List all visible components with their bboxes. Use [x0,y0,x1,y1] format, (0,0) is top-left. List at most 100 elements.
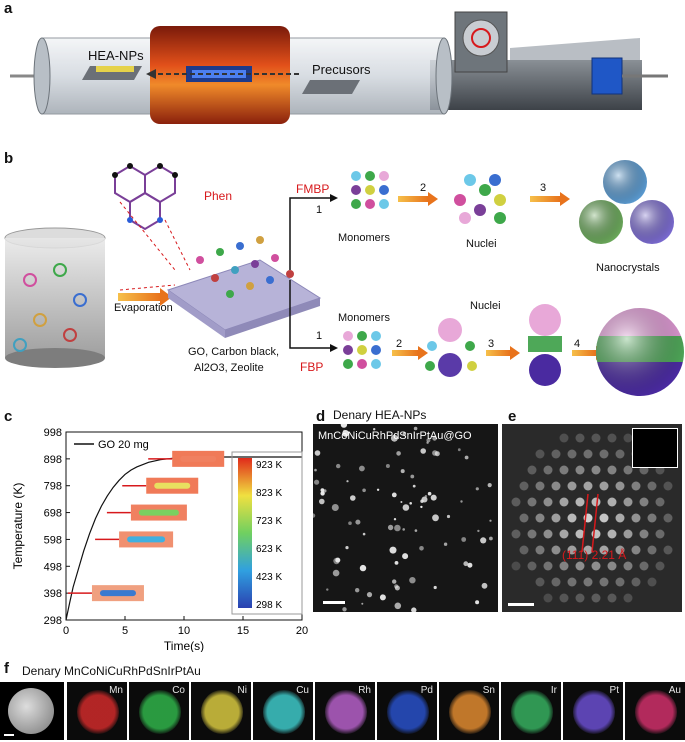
stem-image-d [313,424,498,612]
atom-column [567,577,577,587]
colorbar-label: 823 K [256,488,282,499]
atom-column [583,449,593,459]
y-tick-label: 398 [44,588,62,600]
element-map-label: Cu [296,685,309,696]
nanoparticle [394,524,401,532]
nanoparticle [314,450,321,456]
atom-column [591,497,601,507]
hea-nps-label: HEA-NPs [88,48,144,63]
atom-column [583,481,593,491]
atom-column [535,577,545,587]
nanoparticle [400,501,403,503]
beaker [5,238,105,358]
atom-column [623,465,633,475]
y-tick-label: 298 [44,615,62,627]
element-map-signal [77,690,119,734]
nanoparticle [340,424,348,428]
nanoparticle [430,494,437,501]
support-plate [166,259,322,331]
nanoparticle [457,448,461,452]
y-tick-label: 898 [44,454,62,466]
panel-label-b: b [4,150,14,167]
atom-column [551,449,561,459]
atom-column [511,561,521,571]
panel-label-d: d [316,408,326,425]
atom-column [575,433,585,443]
motor [591,57,623,95]
nanoparticle [460,500,463,503]
element-map-label: Pd [420,685,433,696]
nanoparticle [385,464,390,468]
atom-column [583,545,593,555]
atom-column [663,513,673,523]
atom-column [551,481,561,491]
atom-column [615,577,625,587]
nanoparticle [412,484,416,488]
step-bottom-3: 3 [488,338,495,350]
nanoparticle [480,537,487,544]
nanoparticle [359,564,367,572]
fbp-label: FBP [300,360,324,374]
element-map-label: Rh [358,685,371,696]
atom-column [639,561,649,571]
atom-column [623,433,633,443]
element-map-cu: Cu [253,682,313,740]
atom-column [639,529,649,539]
nanoparticle [481,582,488,589]
thermal-inset-core [180,455,217,462]
haadf-image [0,682,64,740]
nanoparticle [409,577,416,584]
nuclei-bottom [425,318,477,377]
nanoparticle [389,546,397,554]
atom-column [567,481,577,491]
nanoparticle [362,488,366,493]
atom-column [543,529,553,539]
intermediate-bottom [528,304,562,386]
atom-column [543,465,553,475]
nanoparticle [475,600,480,605]
atom-column [575,529,585,539]
nanoparticle [350,495,356,501]
series-line [65,456,302,621]
atom-column [647,577,657,587]
atom-column [511,529,521,539]
nanoparticle [336,463,341,469]
atom-column [591,433,601,443]
atom-column [519,481,529,491]
nanoparticle [332,569,340,577]
nanoparticle [443,542,448,546]
atom-column [655,529,665,539]
atom-column [607,561,617,571]
atom-column [591,561,601,571]
nanoparticle [376,488,380,491]
element-map-signal [139,690,181,734]
step-bottom-4: 4 [574,338,581,350]
nanoparticle [326,588,329,591]
nanoparticle [461,537,467,542]
atom-column [559,465,569,475]
element-map-signal [449,690,491,734]
colorbar-label: 423 K [256,572,282,583]
atom-column [527,529,537,539]
y-tick-label: 998 [44,427,62,439]
element-map-label: Ni [237,685,247,696]
thermal-inset-core [99,590,136,597]
atom-column [623,593,633,603]
element-map-signal [325,690,367,734]
nanoparticle [432,514,439,522]
element-map-signal [573,690,615,734]
nanoparticle [421,496,428,503]
nanoparticle [394,561,399,565]
nanoparticle [427,491,432,496]
x-tick-label: 5 [122,625,128,637]
atom-column [543,497,553,507]
nanoparticle [402,504,410,511]
x-tick-label: 10 [178,625,190,637]
nanoparticle [410,474,415,479]
atom-column [607,593,617,603]
nanoparticle [426,438,431,443]
nanoparticle [394,602,402,610]
nanoparticle [394,584,399,589]
atom-column [615,481,625,491]
legend-label: GO 20 mg [98,439,149,451]
